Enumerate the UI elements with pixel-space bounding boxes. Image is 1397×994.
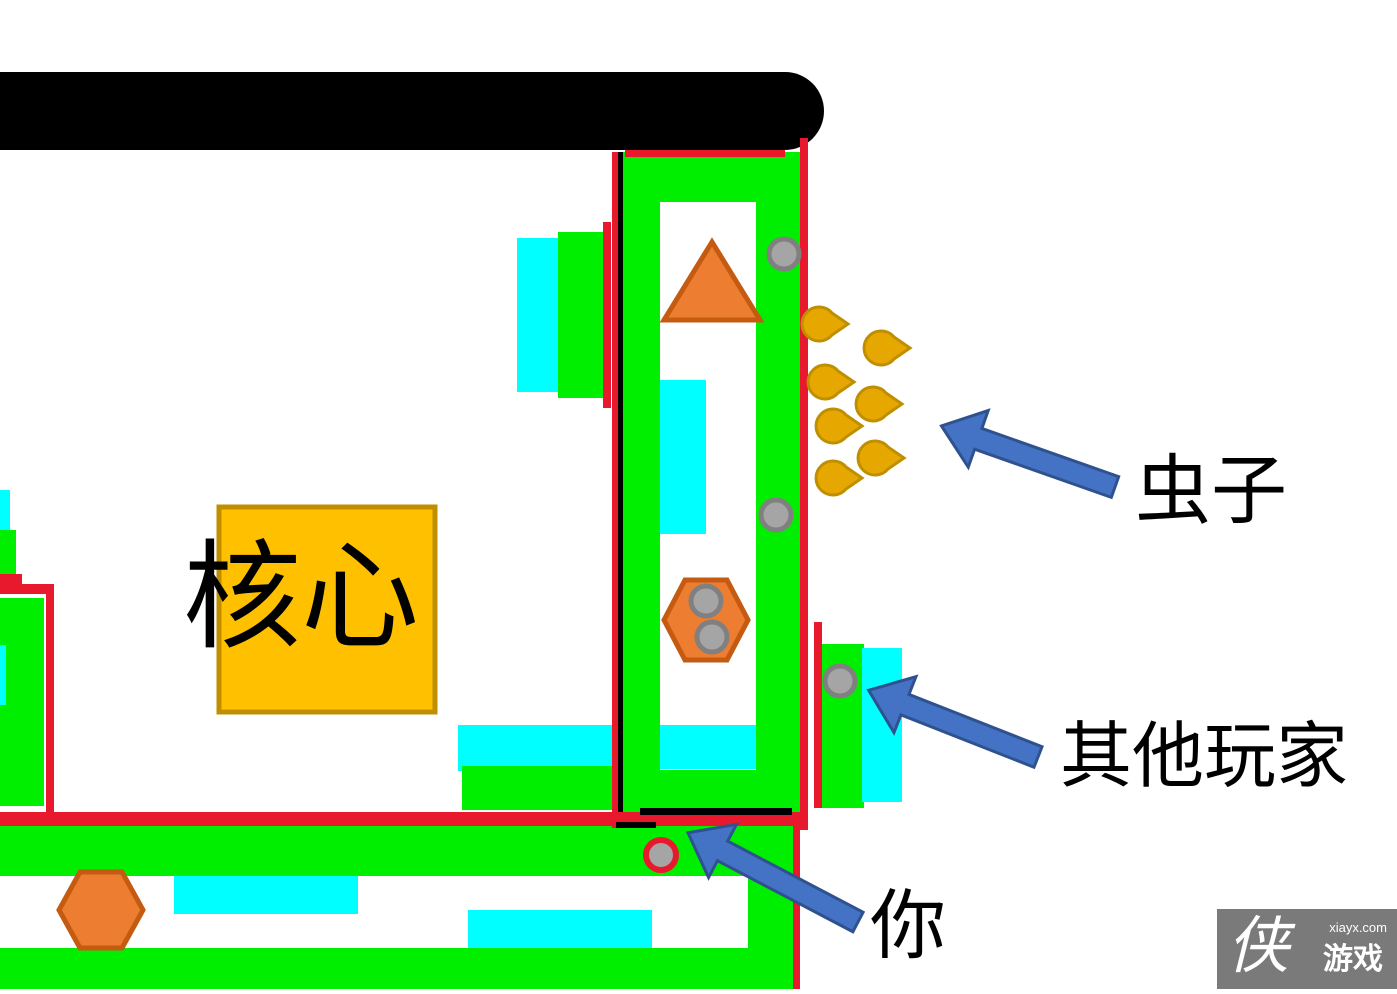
tower-red-bottom — [612, 812, 808, 826]
tower-left-red — [603, 222, 611, 408]
right-red-bar — [814, 622, 822, 808]
tower-left-green — [558, 232, 604, 398]
player-dot-icon — [694, 619, 730, 655]
orange-hexagon-icon — [56, 869, 146, 951]
bug-icon — [814, 407, 865, 445]
tower-left-cyan — [517, 238, 561, 392]
player-dot-icon — [822, 663, 858, 699]
bug-icon — [814, 459, 865, 497]
bug-swarm — [800, 305, 913, 497]
tower-red-left — [612, 152, 618, 828]
ledge-cyan — [458, 725, 616, 771]
bug-icon — [854, 385, 905, 423]
bug-icon — [806, 363, 857, 401]
bugs-label: 虫子 — [1135, 446, 1287, 535]
floor-red-top — [0, 812, 800, 826]
player-dot-icon — [758, 497, 794, 533]
floor-red-right — [793, 826, 800, 989]
blue-arrow-icon — [939, 408, 1121, 500]
blue-arrow-icon — [685, 822, 866, 934]
left-red-top — [0, 584, 54, 594]
player-dot-icon — [766, 236, 802, 272]
tower-cyan-2 — [660, 725, 756, 769]
top-wall — [0, 72, 824, 150]
other-players-label: 其他玩家 — [1060, 714, 1349, 798]
tower-black-bottom — [640, 808, 792, 815]
ledge-green — [462, 766, 616, 810]
blue-arrow-icon — [866, 674, 1044, 770]
you-player-icon — [643, 837, 679, 873]
bug-icon — [862, 329, 913, 367]
tower-black-foot — [616, 822, 656, 828]
tower-cyan-1 — [660, 380, 706, 534]
left-cyan-slit — [0, 645, 6, 705]
watermark-char: 侠 — [1227, 909, 1290, 982]
watermark-domain: xiayx.com — [1329, 920, 1387, 935]
watermark-logo: 侠 xiayx.com 游戏 — [1217, 909, 1397, 989]
orange-triangle-icon — [659, 237, 765, 323]
tower-red-right — [800, 138, 808, 830]
left-red-strip — [0, 574, 22, 584]
core-block — [216, 504, 438, 715]
bug-icon — [856, 439, 907, 477]
watermark-name: 游戏 — [1323, 942, 1383, 977]
left-green-block — [0, 530, 16, 574]
tower-red-top — [625, 150, 785, 157]
player-dot-icon — [688, 583, 724, 619]
bug-icon — [800, 305, 851, 343]
floor-cyan-2 — [468, 910, 652, 948]
left-red-side — [46, 588, 54, 820]
you-label: 你 — [870, 881, 946, 970]
tower-black-left — [618, 152, 623, 828]
core-label: 核心 — [183, 528, 420, 666]
floor-cyan-1 — [174, 876, 358, 914]
left-cyan-block — [0, 490, 10, 530]
left-green-pillar — [0, 598, 44, 806]
